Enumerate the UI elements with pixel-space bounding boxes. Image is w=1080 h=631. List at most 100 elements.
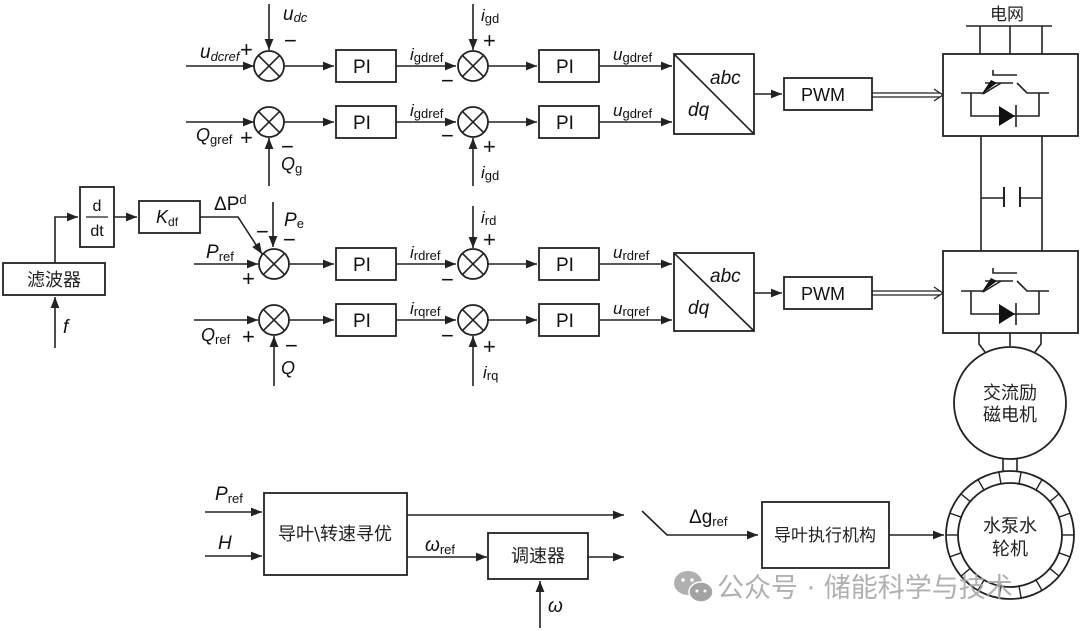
sum-junction-udc	[253, 50, 285, 82]
governor-label: 调速器	[511, 546, 565, 567]
pwm-label: PWM	[801, 85, 845, 105]
pwm-block-rotor	[783, 276, 873, 310]
transform-dq-label: dq	[688, 298, 710, 319]
pi-block-ird	[538, 247, 600, 281]
filter-to-derivative-line	[54, 212, 78, 263]
pi-label: PI	[556, 255, 574, 276]
f-label: f	[63, 317, 70, 338]
pi-label: PI	[556, 311, 574, 332]
sign-plus: +	[483, 334, 496, 359]
turbine-ring-segment	[977, 579, 985, 591]
watermark-text: 公众号 · 储能科学与技术	[717, 573, 1013, 604]
optimizer-label: 导叶\转速寻优	[278, 524, 392, 545]
udc-label: udc	[283, 4, 308, 25]
turbine-ring-segment	[1035, 579, 1043, 591]
transform-dq-label: dq	[688, 100, 710, 121]
turbine-ring-segment	[998, 471, 1002, 484]
igdref2-label: igdref	[410, 101, 444, 121]
pwm-label: PWM	[801, 284, 845, 304]
grid-side-labels: udc udcref + − PI igdref igd + − PI ugdr…	[196, 4, 845, 183]
sign-minus: −	[285, 333, 298, 358]
pe-label: Pe	[284, 210, 304, 231]
sum-junction-qg	[253, 106, 285, 138]
pi-label: PI	[353, 311, 371, 332]
pi-label: PI	[556, 57, 574, 78]
irq-label: irq	[483, 363, 498, 383]
pi-label: PI	[353, 57, 371, 78]
turbine-ring-segment	[1058, 512, 1071, 518]
wechat-icon	[674, 571, 714, 603]
sign-minus: −	[441, 68, 454, 93]
transform-diagonal	[673, 53, 755, 135]
qref-label: Qref	[201, 325, 231, 347]
urdref-label: urdref	[613, 243, 650, 263]
sign-minus: −	[256, 219, 269, 244]
turbine-ring-segment	[1058, 552, 1071, 558]
sum-junction-qref	[258, 304, 290, 336]
h-label: H	[218, 533, 232, 554]
pi-block-q	[335, 303, 397, 337]
sign-minus: −	[283, 227, 296, 252]
sign-plus: +	[483, 227, 496, 252]
watermark: 公众号 · 储能科学与技术	[674, 571, 1013, 604]
ugdref-label: ugdref	[613, 45, 652, 65]
speed-governor-block	[487, 532, 589, 580]
q-label: Q	[281, 358, 295, 378]
sum-junction-pref	[258, 248, 290, 280]
turbine-ring-segment	[1049, 567, 1060, 577]
delta-gref-label: Δgref	[689, 507, 728, 529]
sign-plus: +	[242, 266, 255, 291]
rotor-side-converter	[942, 250, 1079, 334]
sign-plus: +	[240, 125, 253, 150]
sign-minus: −	[281, 134, 294, 159]
power-stage: 电网 交流励 磁电机 水泵水 轮机	[942, 5, 1079, 600]
grid-side-control	[186, 4, 945, 186]
sign-minus: −	[441, 267, 454, 292]
turbine-ring-segment	[1049, 493, 1060, 503]
turbine-ring-segment	[1018, 586, 1022, 599]
pump-turbine: 水泵水 轮机	[945, 470, 1075, 600]
sign-plus: +	[483, 134, 496, 159]
pi-block-irq	[538, 303, 600, 337]
sign-plus: +	[240, 37, 253, 62]
udcref-label: udcref	[200, 42, 241, 64]
turbine-ring-segment	[949, 552, 962, 558]
sum-junction-irq	[457, 304, 489, 336]
transform-abc-label: abc	[710, 266, 741, 287]
ac-excited-machine	[953, 346, 1067, 460]
machine-label-1: 交流励	[983, 383, 1037, 404]
pi-block-igd2	[538, 105, 600, 139]
sign-minus: −	[441, 323, 454, 348]
sign-minus: −	[441, 123, 454, 148]
sum-junction-ird	[457, 248, 489, 280]
turbine-ring-segment	[949, 512, 962, 518]
pref-label-bottom: Pref	[215, 484, 243, 506]
machine-label-2: 磁电机	[983, 405, 1037, 426]
igd-label: igd	[481, 6, 499, 26]
sum-junction-igd	[457, 50, 489, 82]
turbine-ring-segment	[998, 586, 1002, 599]
mode-switch[interactable]	[641, 510, 758, 540]
guide-vane-speed-optimizer	[263, 492, 408, 576]
derivative-num: d	[93, 198, 102, 215]
turbine-label-2: 轮机	[992, 539, 1028, 560]
pi-label: PI	[353, 113, 371, 134]
gain-label: Kdf	[156, 207, 179, 229]
sign-plus: +	[242, 324, 255, 349]
urqref-label: urqref	[613, 299, 650, 319]
turbine-ring-segment	[977, 479, 985, 491]
gain-kdf-block	[138, 200, 201, 234]
pi-label: PI	[556, 113, 574, 134]
ugdref2-label: ugdref	[613, 101, 652, 121]
grid-label: 电网	[990, 5, 1024, 25]
pi-label: PI	[353, 255, 371, 276]
hydraulic-control: Pref H 导叶\转速寻优 ωref 调速器 ω Δgref 导叶执行机构	[205, 484, 944, 628]
sign-plus: +	[483, 28, 496, 53]
actuator-label: 导叶执行机构	[774, 526, 876, 546]
sign-minus: −	[284, 28, 297, 53]
qg-label: Qg	[281, 154, 302, 176]
rotor-side-control: 滤波器 f d dt Kdf	[2, 186, 945, 386]
omega-ref-label: ωref	[425, 535, 455, 557]
irqref-label: irqref	[410, 299, 441, 319]
omega-label: ω	[548, 596, 563, 617]
